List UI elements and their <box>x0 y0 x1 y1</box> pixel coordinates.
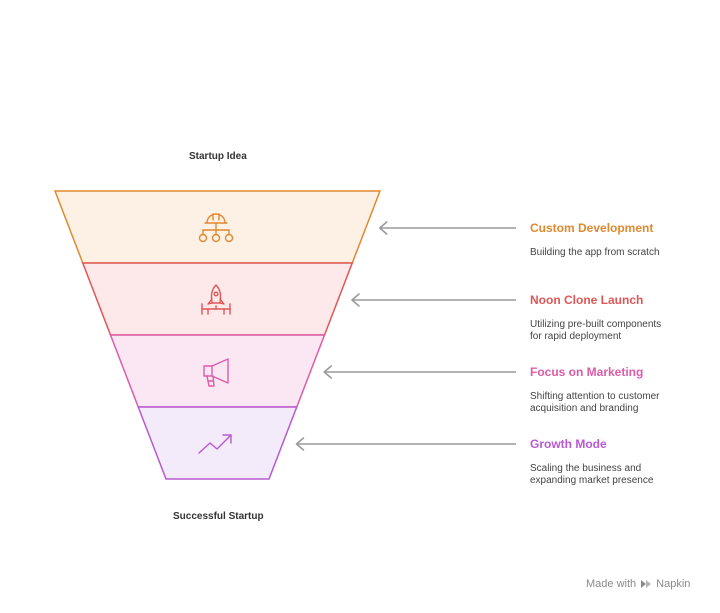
footer-made-with: Made with <box>586 578 637 590</box>
stage-description-custom-development: Building the app from scratch <box>530 247 660 258</box>
funnel-layer-custom-development <box>53 190 382 264</box>
funnel-layer-noon-clone-launch <box>81 262 354 336</box>
megaphone-icon <box>203 358 229 387</box>
stage-title-noon-clone-launch: Noon Clone Launch <box>530 293 644 307</box>
arrow-noon-clone-launch <box>351 293 516 307</box>
trend-up-icon <box>198 434 232 454</box>
stage-description-noon-clone-launch: Utilizing pre-built components for rapid… <box>530 319 662 342</box>
stage-description-focus-on-marketing: Shifting attention to customer acquisiti… <box>530 391 660 414</box>
stage-title-focus-on-marketing: Focus on Marketing <box>530 365 644 379</box>
funnel-layer-focus-on-marketing <box>109 334 326 408</box>
arrow-growth-mode <box>295 437 516 451</box>
hard-hat-network-icon <box>198 213 234 243</box>
footer-attribution: Made with Napkin <box>586 578 690 590</box>
funnel-bottom-label: Successful Startup <box>173 511 264 522</box>
funnel-layer-growth-mode <box>137 406 298 480</box>
stage-description-growth-mode: Scaling the business and expanding marke… <box>530 463 654 486</box>
funnel-top-label: Startup Idea <box>189 151 247 162</box>
stage-title-growth-mode: Growth Mode <box>530 437 607 451</box>
rocket-launch-icon <box>201 284 231 315</box>
stage-title-custom-development: Custom Development <box>530 221 654 235</box>
arrow-custom-development <box>378 221 516 235</box>
footer-brand: Napkin <box>656 578 691 590</box>
napkin-logo-icon <box>640 578 652 590</box>
arrow-focus-on-marketing <box>323 365 516 379</box>
